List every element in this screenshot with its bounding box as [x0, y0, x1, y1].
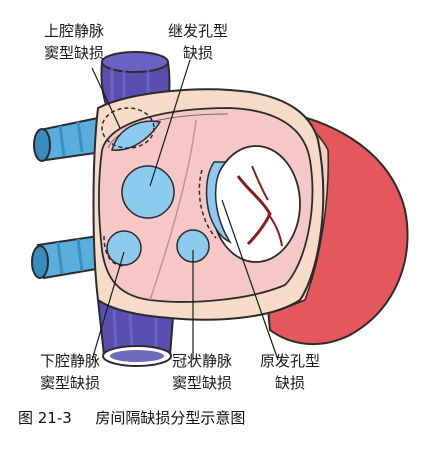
defect-primum — [198, 161, 233, 244]
leader-lines — [91, 59, 279, 361]
label-ivc-sinus-defect: 下腔静脉 窦型缺损 — [24, 350, 116, 394]
label-line-2: 窦型缺损 — [39, 374, 100, 392]
label-line-1: 冠状静脉 — [171, 352, 232, 370]
label-svc-sinus-defect: 上腔静脉 窦型缺损 — [28, 20, 120, 64]
label-line-1: 继发孔型 — [167, 22, 228, 40]
label-line-1: 原发孔型 — [259, 352, 320, 370]
lower-pulmonary-vein — [31, 234, 104, 280]
figure-caption: 图 21-3 房间隔缺损分型示意图 — [18, 407, 245, 428]
label-coronary-sinus-defect: 冠状静脉 窦型缺损 — [156, 350, 248, 394]
label-line-2: 缺损 — [274, 374, 305, 392]
label-primum-defect: 原发孔型 缺损 — [244, 350, 336, 394]
label-line-2: 缺损 — [182, 44, 213, 62]
figure-title: 房间隔缺损分型示意图 — [95, 409, 246, 427]
label-line-1: 上腔静脉 — [43, 22, 104, 40]
defect-ivc-sinus — [103, 230, 142, 267]
upper-pulmonary-vein — [33, 116, 104, 162]
figure-number: 图 21-3 — [18, 409, 72, 427]
label-line-1: 下腔静脉 — [39, 352, 100, 370]
defect-secundum — [121, 165, 175, 219]
label-line-2: 窦型缺损 — [171, 374, 232, 392]
label-line-2: 窦型缺损 — [43, 44, 104, 62]
label-secundum-defect: 继发孔型 缺损 — [152, 20, 244, 64]
defect-svc-sinus — [101, 107, 162, 151]
